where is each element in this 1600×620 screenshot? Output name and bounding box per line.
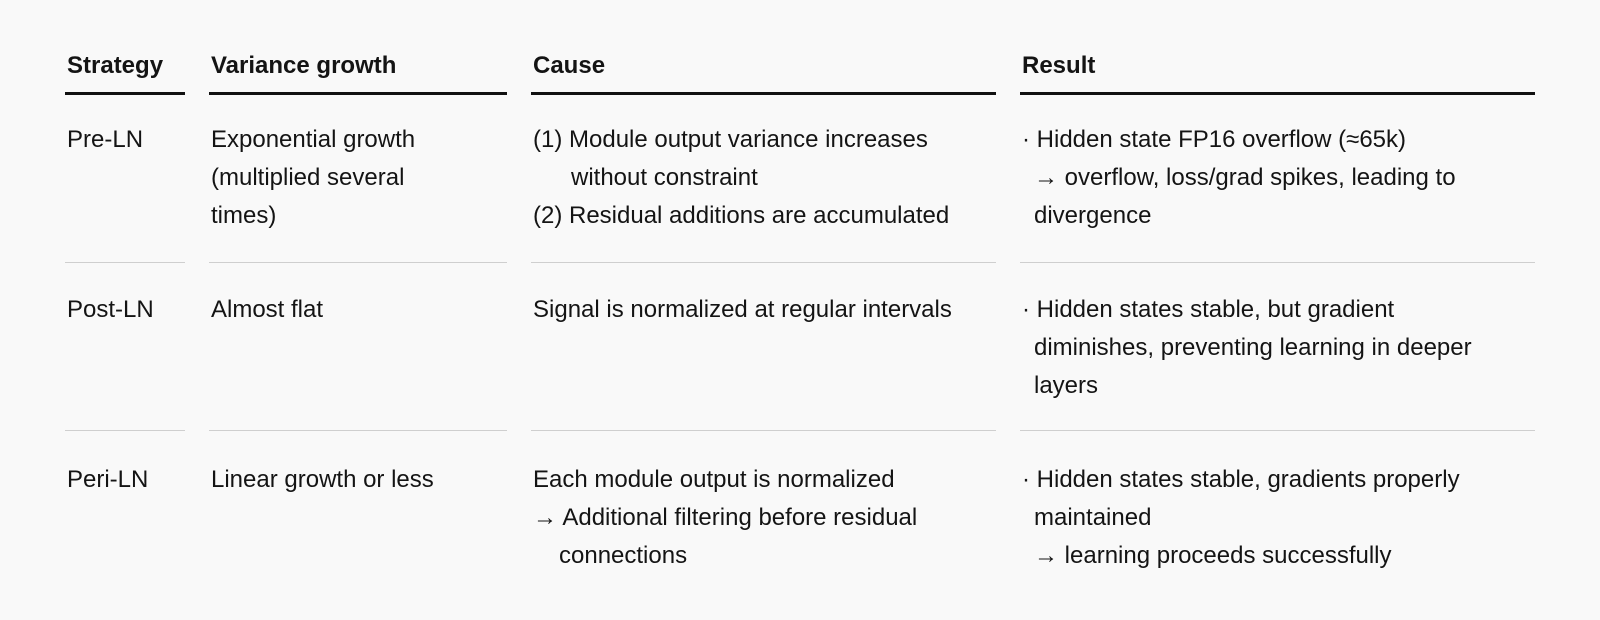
cell-strategy: Peri-LN <box>65 431 185 591</box>
result-bullet: · Hidden states stable, gradients proper… <box>1022 466 1460 493</box>
header-result: Result <box>1020 40 1535 95</box>
comparison-table-container: Strategy Variance growth Cause Result Pr… <box>65 40 1535 591</box>
variance-text: Linear growth or less <box>211 466 434 493</box>
result-continued: → overflow, loss/grad spikes, leading to <box>1034 164 1456 191</box>
table-header-row: Strategy Variance growth Cause Result <box>65 40 1535 95</box>
cause-text: Each module output is normalized <box>533 466 895 493</box>
cell-variance: Almost flat <box>209 263 507 431</box>
result-bullet: · Hidden state FP16 overflow (≈65k) <box>1022 126 1406 153</box>
normalization-strategy-table: Strategy Variance growth Cause Result Pr… <box>41 40 1559 591</box>
result-continued: maintained <box>1034 504 1152 531</box>
table-row: Pre-LN Exponential growth (multiplied se… <box>65 95 1535 263</box>
cell-strategy: Post-LN <box>65 263 185 431</box>
table-row: Post-LN Almost flat Signal is normalized… <box>65 263 1535 431</box>
result-continued: divergence <box>1034 202 1152 229</box>
cell-strategy: Pre-LN <box>65 95 185 263</box>
cell-result: · Hidden states stable, but gradient dim… <box>1020 263 1535 431</box>
result-continued: diminishes, preventing learning in deepe… <box>1034 334 1472 361</box>
cell-result: · Hidden state FP16 overflow (≈65k) → ov… <box>1020 95 1535 263</box>
cause-item-continued: without constraint <box>571 164 758 191</box>
variance-text: Almost flat <box>211 296 324 323</box>
header-strategy: Strategy <box>65 40 185 95</box>
cell-result: · Hidden states stable, gradients proper… <box>1020 431 1535 591</box>
cell-cause: Each module output is normalized → Addit… <box>531 431 996 591</box>
result-bullet: · Hidden states stable, but gradient <box>1022 296 1395 323</box>
cause-item: (1) Module output variance increases <box>533 126 928 153</box>
variance-text: times) <box>211 202 277 229</box>
cell-variance: Exponential growth (multiplied several t… <box>209 95 507 263</box>
cause-text: Signal is normalized at regular interval… <box>533 296 952 323</box>
variance-text: Exponential growth <box>211 126 416 153</box>
result-continued: → learning proceeds successfully <box>1034 542 1392 569</box>
table-row: Peri-LN Linear growth or less Each modul… <box>65 431 1535 591</box>
cell-cause: Signal is normalized at regular interval… <box>531 263 996 431</box>
strategy-name: Post-LN <box>67 296 154 323</box>
result-continued: layers <box>1034 372 1099 399</box>
header-variance-growth: Variance growth <box>209 40 507 95</box>
strategy-name: Pre-LN <box>67 126 144 153</box>
strategy-name: Peri-LN <box>67 466 149 493</box>
cell-cause: (1) Module output variance increases wit… <box>531 95 996 263</box>
header-cause: Cause <box>531 40 996 95</box>
cause-item: (2) Residual additions are accumulated <box>533 202 950 229</box>
cause-text-continued: connections <box>559 542 688 569</box>
cause-text: → Additional filtering before residual <box>533 504 918 531</box>
variance-text: (multiplied several <box>211 164 405 191</box>
cell-variance: Linear growth or less <box>209 431 507 591</box>
